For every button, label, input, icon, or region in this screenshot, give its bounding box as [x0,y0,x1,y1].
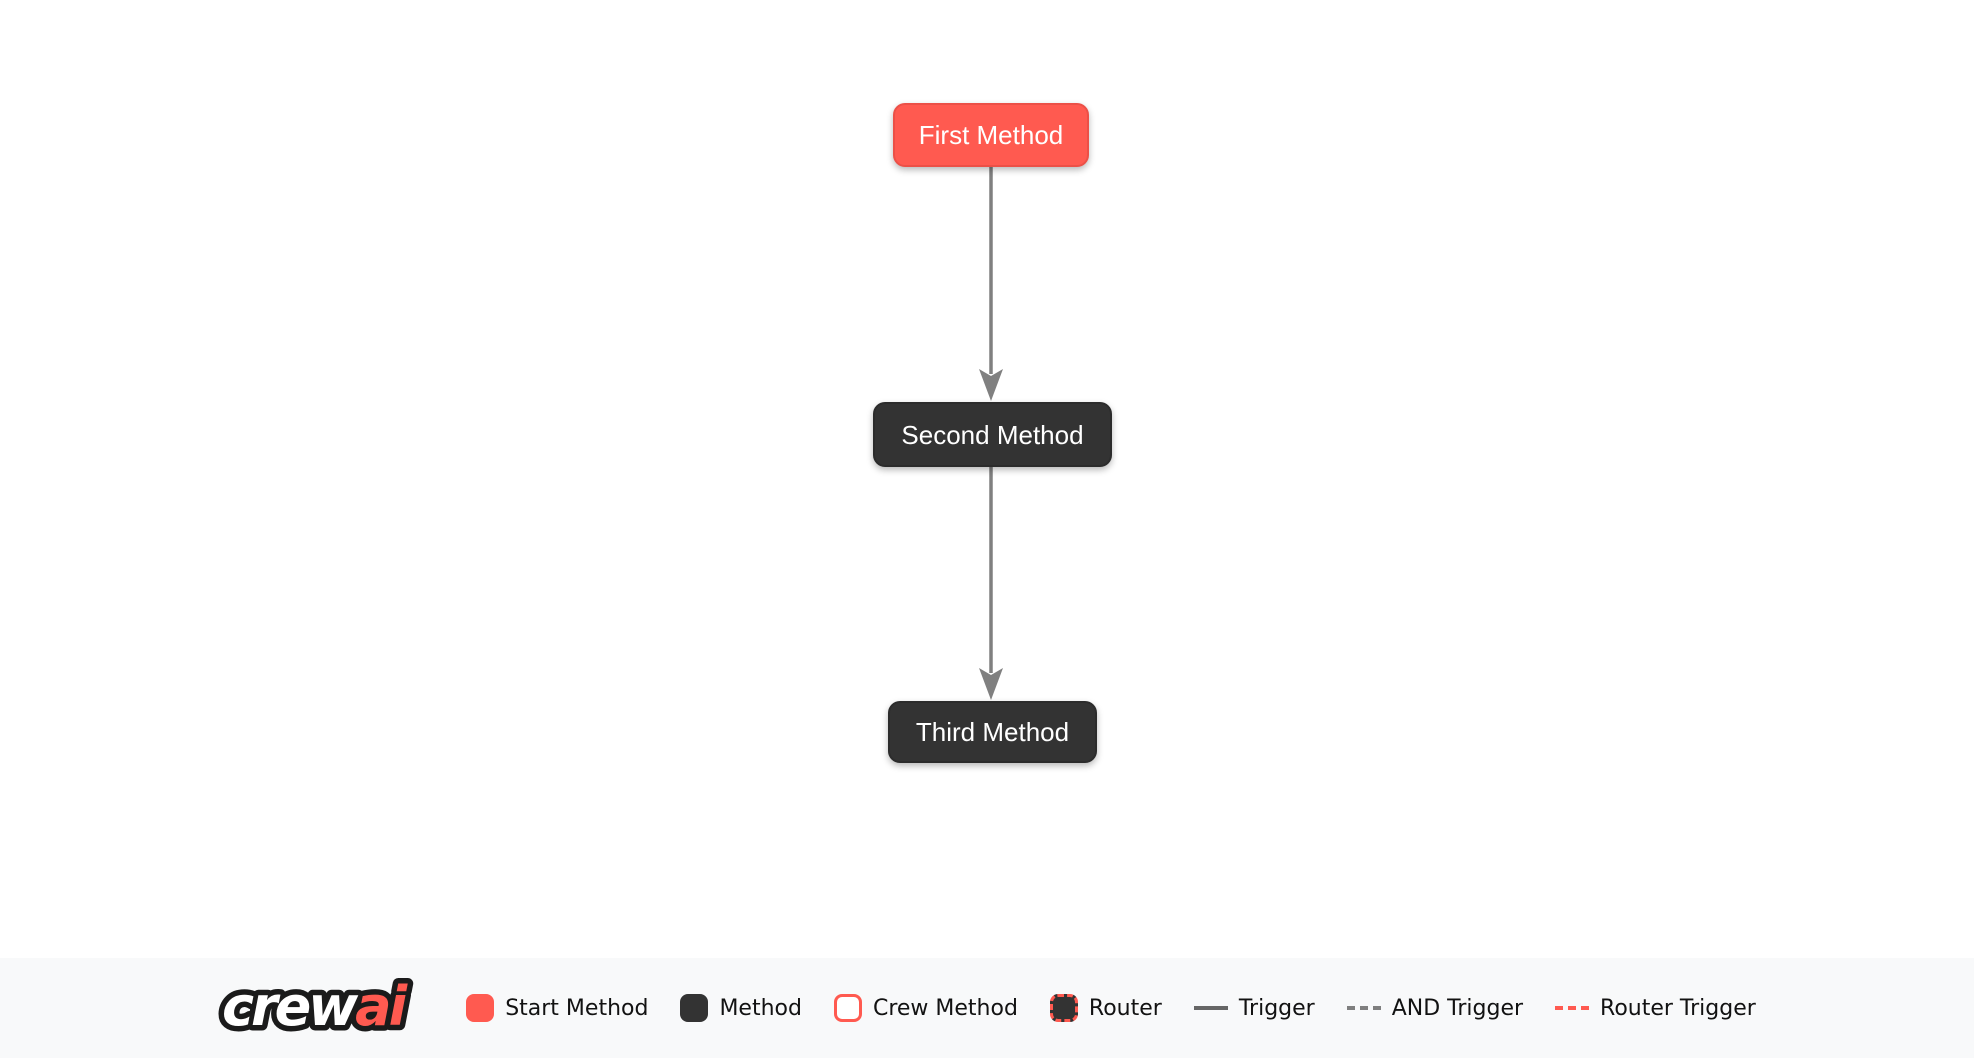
legend-item-method: Method [680,994,802,1022]
legend-item-and-trigger: AND Trigger [1346,995,1524,1021]
legend-item-trigger: Trigger [1193,995,1315,1021]
svg-text:crewai: crewai [222,975,409,1038]
flow-canvas[interactable]: First Method Second Method Third Method [0,0,1974,958]
node-second-method[interactable]: Second Method [873,402,1112,467]
legend-label: Trigger [1238,995,1315,1021]
legend-label: Router Trigger [1600,995,1756,1021]
legend-item-router-trigger: Router Trigger [1555,996,1756,1021]
trigger-edge-second-third [979,467,1003,700]
node-label: Second Method [901,419,1084,450]
legend-label: Router [1088,995,1162,1021]
legend-label: AND Trigger [1391,995,1524,1021]
router-swatch-icon [1049,994,1078,1022]
legend-label: Crew Method [872,995,1018,1021]
node-label: First Method [918,120,1064,150]
method-swatch-icon [680,994,709,1022]
trigger-line-icon [1193,1006,1228,1010]
router-trigger-line-icon [1555,1006,1590,1010]
trigger-edge-first-second [979,167,1003,401]
node-first-method[interactable]: First Method [893,103,1089,167]
legend-item-start-method: Start Method [466,994,648,1022]
legend-bar: crewai crewai crewai Start Method Method… [0,958,1974,1058]
legend-item-router: Router [1049,994,1162,1022]
legend-item-crew-method: Crew Method [833,994,1018,1022]
legend-label: Method [719,995,802,1021]
legend-items: Start Method Method Crew Method Router T… [466,994,1756,1022]
crew-method-swatch-icon [833,994,862,1022]
start-method-swatch-icon [466,994,495,1022]
crewai-logo: crewai crewai crewai [212,965,430,1048]
node-label: Third Method [915,717,1070,747]
svg-text:crewai: crewai [222,975,409,1038]
edges-layer [979,167,1003,700]
node-third-method[interactable]: Third Method [888,701,1097,763]
legend-label: Start Method [505,995,649,1021]
and-trigger-line-icon [1346,1006,1381,1010]
